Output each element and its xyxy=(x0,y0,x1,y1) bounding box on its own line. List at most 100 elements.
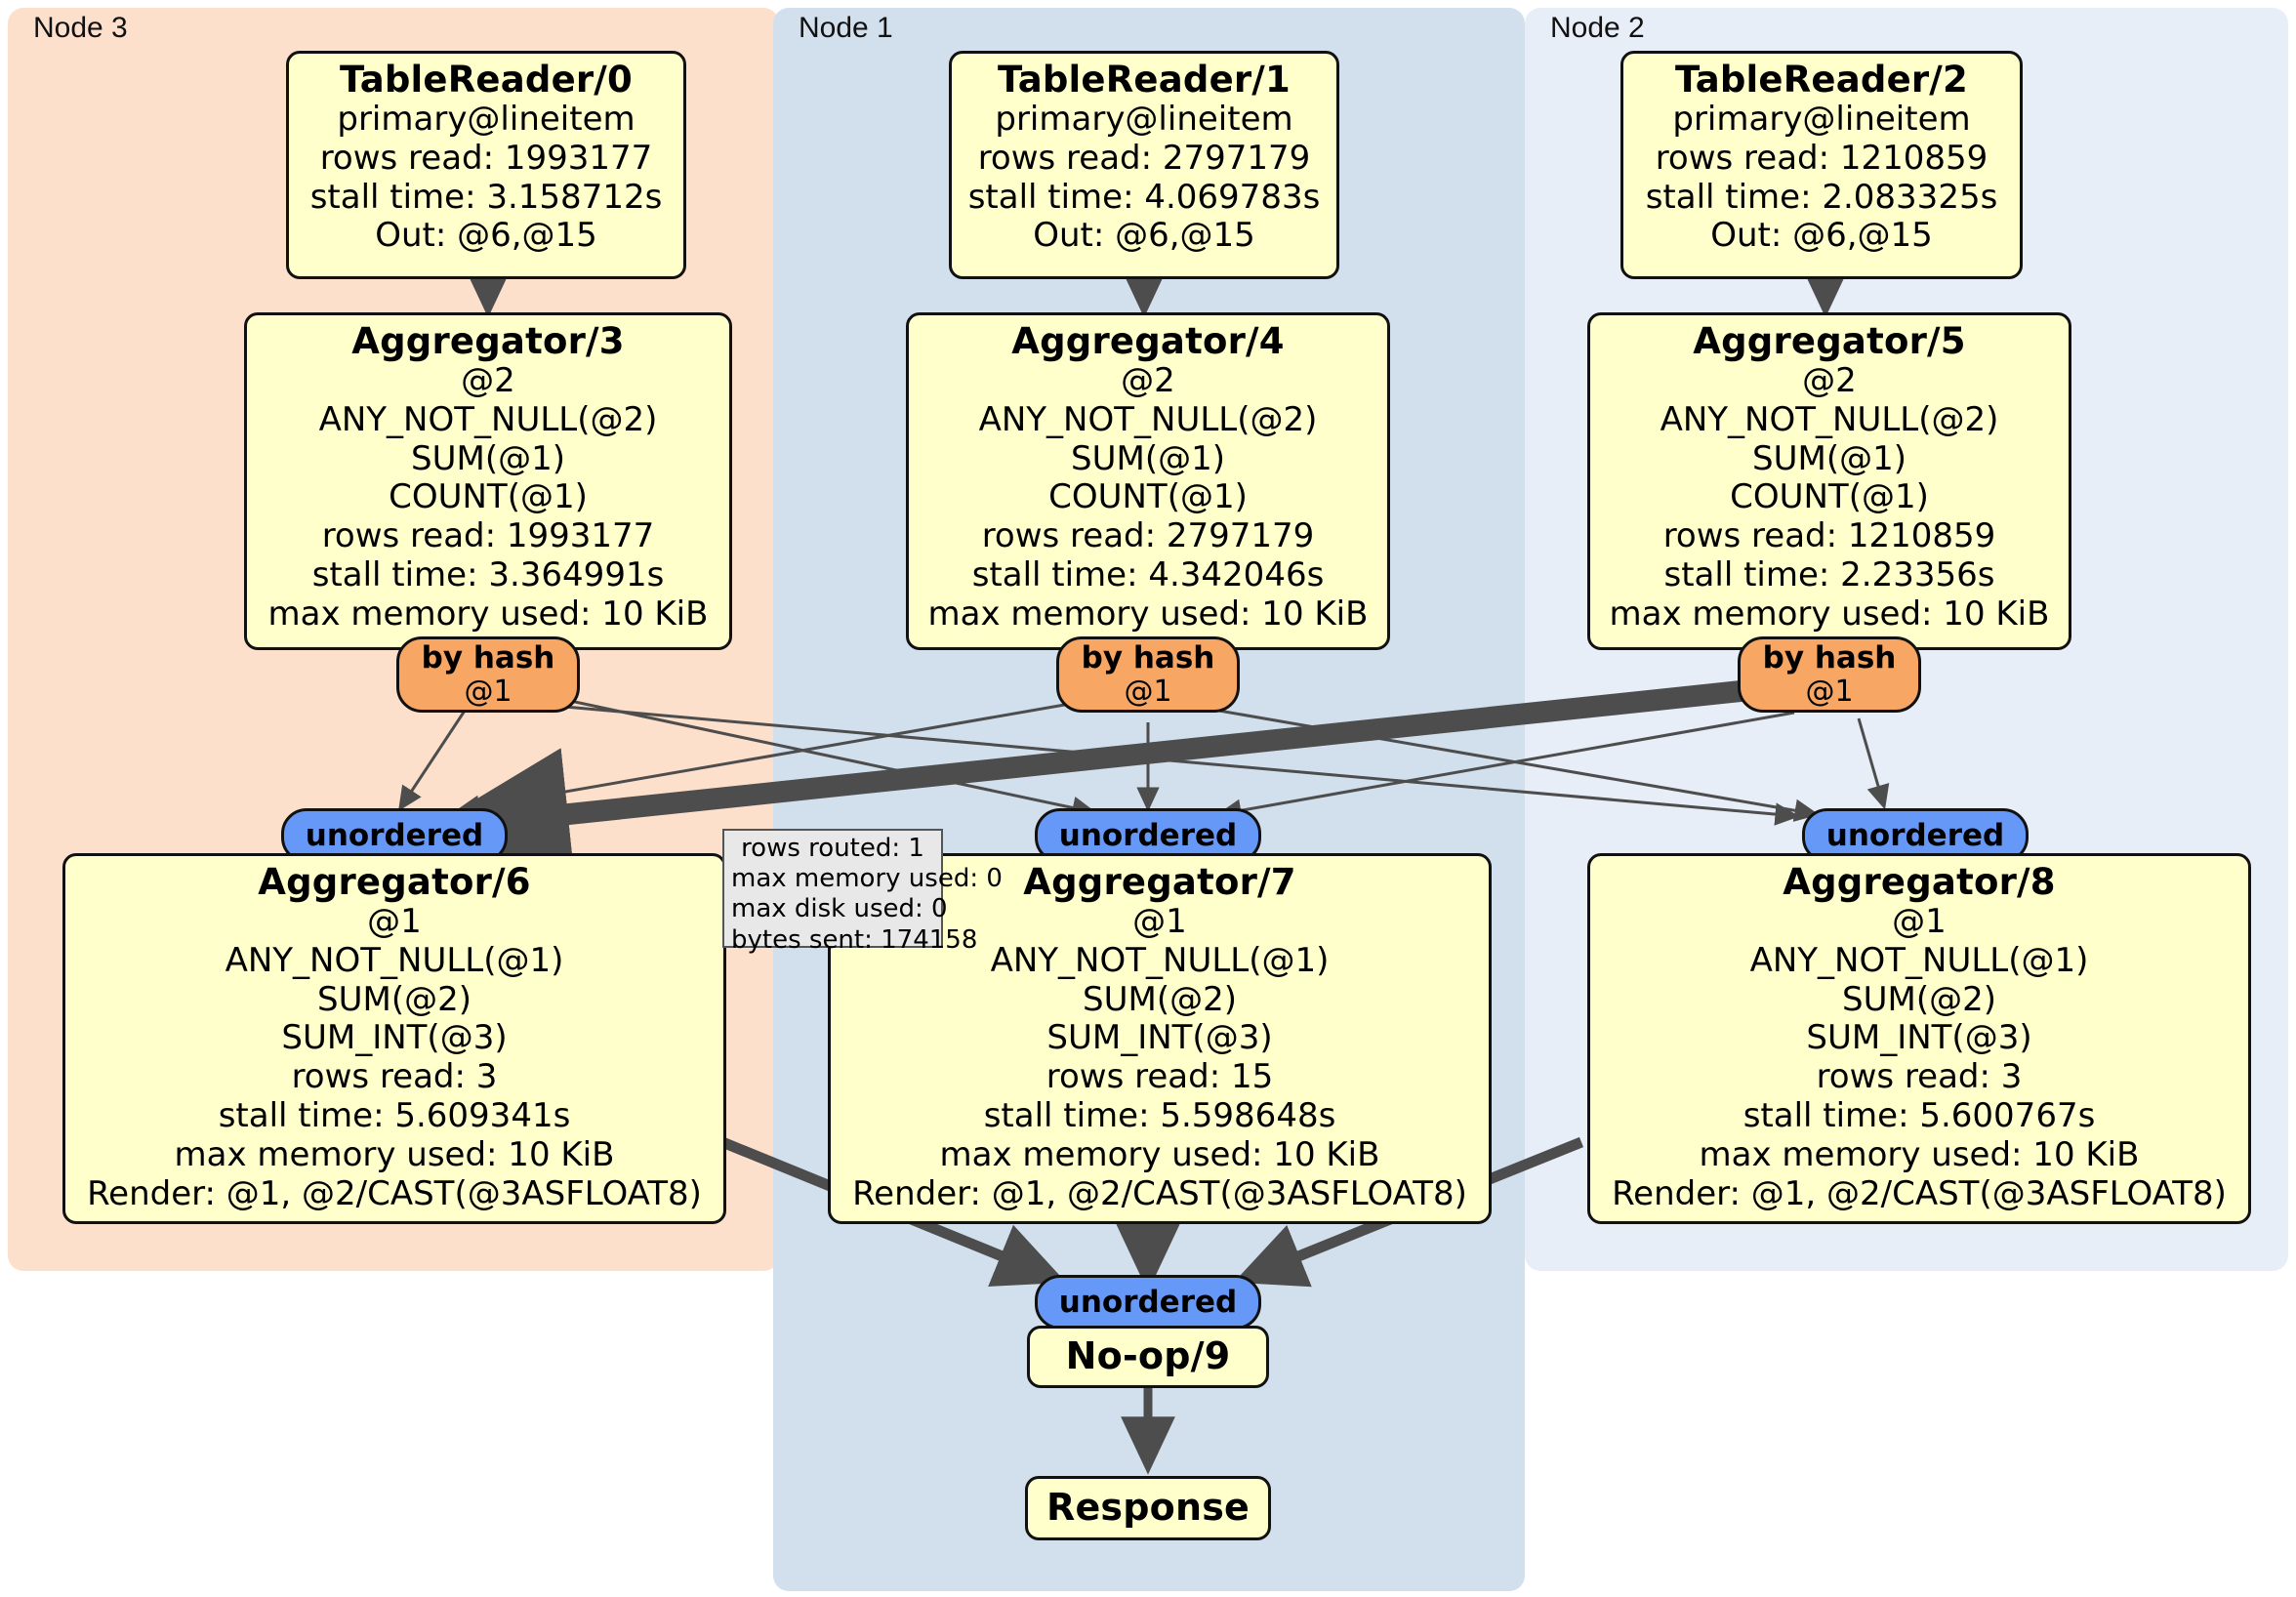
router-label: unordered xyxy=(1058,817,1238,853)
processor-detail: SUM_INT(@3) xyxy=(1806,1018,2032,1058)
processor-detail: ANY_NOT_NULL(@1) xyxy=(990,940,1330,980)
processor-aggregator-3[interactable]: Aggregator/3 @2 ANY_NOT_NULL(@2) SUM(@1)… xyxy=(244,312,732,650)
processor-detail: Out: @6,@15 xyxy=(1710,216,1933,256)
processor-title: Aggregator/4 xyxy=(1011,320,1285,362)
processor-title: TableReader/1 xyxy=(998,59,1291,101)
router-label: unordered xyxy=(305,817,484,853)
processor-aggregator-4[interactable]: Aggregator/4 @2 ANY_NOT_NULL(@2) SUM(@1)… xyxy=(906,312,1390,650)
processor-detail: SUM(@2) xyxy=(1842,979,1996,1019)
processor-detail: SUM(@1) xyxy=(411,438,565,478)
router-label: unordered xyxy=(1058,1284,1238,1320)
processor-detail: Out: @6,@15 xyxy=(375,216,597,256)
router-by-hash-5[interactable]: by hash @1 xyxy=(1738,636,1921,713)
processor-title: No-op/9 xyxy=(1065,1334,1231,1378)
processor-detail: Render: @1, @2/CAST(@3ASFLOAT8) xyxy=(87,1173,702,1213)
router-label: by hash xyxy=(1762,640,1897,676)
processor-detail: COUNT(@1) xyxy=(1048,477,1248,517)
router-unordered-8[interactable]: unordered xyxy=(1802,808,2029,863)
processor-title: Response xyxy=(1046,1486,1250,1530)
processor-title: TableReader/2 xyxy=(1675,59,1968,101)
processor-detail: @1 xyxy=(1892,902,1947,942)
processor-detail: primary@lineitem xyxy=(337,100,636,140)
tooltip-line: rows routed: 1 xyxy=(741,834,924,863)
processor-title: TableReader/0 xyxy=(340,59,633,101)
processor-table-reader-2[interactable]: TableReader/2 primary@lineitem rows read… xyxy=(1620,51,2023,279)
processor-detail: SUM(@2) xyxy=(1083,979,1237,1019)
processor-detail: SUM(@2) xyxy=(317,979,472,1019)
processor-aggregator-8[interactable]: Aggregator/8 @1 ANY_NOT_NULL(@1) SUM(@2)… xyxy=(1587,853,2251,1224)
processor-detail: rows read: 1210859 xyxy=(1662,516,1996,556)
router-unordered-final[interactable]: unordered xyxy=(1035,1275,1261,1330)
processor-no-op-9[interactable]: No-op/9 xyxy=(1027,1326,1269,1388)
processor-detail: @1 xyxy=(367,902,422,942)
processor-title: Aggregator/8 xyxy=(1783,861,2056,903)
processor-table-reader-0[interactable]: TableReader/0 primary@lineitem rows read… xyxy=(286,51,686,279)
router-by-hash-3[interactable]: by hash @1 xyxy=(396,636,580,713)
processor-table-reader-1[interactable]: TableReader/1 primary@lineitem rows read… xyxy=(949,51,1339,279)
processor-detail: rows read: 3 xyxy=(291,1057,498,1097)
router-column: @1 xyxy=(1124,674,1172,709)
processor-detail: rows read: 1993177 xyxy=(321,516,655,556)
processor-detail: stall time: 4.069783s xyxy=(967,177,1321,217)
router-column: @1 xyxy=(1805,674,1854,709)
processor-detail: COUNT(@1) xyxy=(389,477,588,517)
processor-title: Aggregator/5 xyxy=(1693,320,1966,362)
processor-detail: Render: @1, @2/CAST(@3ASFLOAT8) xyxy=(852,1173,1467,1213)
processor-detail: SUM(@1) xyxy=(1752,438,1906,478)
processor-detail: rows read: 1210859 xyxy=(1655,138,1988,178)
processor-detail: stall time: 5.609341s xyxy=(218,1096,571,1135)
processor-title: Aggregator/7 xyxy=(1023,861,1296,903)
processor-detail: @2 xyxy=(461,361,515,401)
processor-detail: stall time: 2.083325s xyxy=(1645,177,1998,217)
processor-detail: ANY_NOT_NULL(@2) xyxy=(1660,399,1999,439)
processor-detail: rows read: 1993177 xyxy=(319,138,653,178)
processor-detail: rows read: 3 xyxy=(1816,1057,2023,1097)
tooltip-line: max memory used: 0 xyxy=(731,864,1003,894)
panel-label-node-2: Node 2 xyxy=(1550,12,1645,44)
processor-title: Aggregator/6 xyxy=(258,861,531,903)
router-column: @1 xyxy=(464,674,512,709)
processor-detail: max memory used: 10 KiB xyxy=(939,1134,1380,1174)
processor-detail: @2 xyxy=(1802,361,1857,401)
processor-detail: stall time: 3.364991s xyxy=(311,555,665,594)
processor-detail: Render: @1, @2/CAST(@3ASFLOAT8) xyxy=(1612,1173,2227,1213)
processor-detail: SUM(@1) xyxy=(1071,438,1225,478)
processor-detail: Out: @6,@15 xyxy=(1033,216,1255,256)
processor-detail: max memory used: 10 KiB xyxy=(927,594,1369,634)
router-label: unordered xyxy=(1825,817,2005,853)
processor-detail: primary@lineitem xyxy=(995,100,1293,140)
processor-detail: max memory used: 10 KiB xyxy=(1609,594,2050,634)
processor-response[interactable]: Response xyxy=(1025,1476,1271,1540)
processor-detail: ANY_NOT_NULL(@1) xyxy=(225,940,564,980)
processor-detail: ANY_NOT_NULL(@1) xyxy=(1749,940,2089,980)
processor-detail: primary@lineitem xyxy=(1672,100,1971,140)
router-label: by hash xyxy=(1081,640,1215,676)
processor-detail: @1 xyxy=(1132,902,1187,942)
processor-detail: ANY_NOT_NULL(@2) xyxy=(318,399,658,439)
processor-detail: COUNT(@1) xyxy=(1730,477,1929,517)
router-by-hash-4[interactable]: by hash @1 xyxy=(1056,636,1240,713)
processor-detail: max memory used: 10 KiB xyxy=(1699,1134,2140,1174)
processor-detail: max memory used: 10 KiB xyxy=(267,594,709,634)
tooltip-line: max disk used: 0 xyxy=(731,894,948,924)
processor-title: Aggregator/3 xyxy=(351,320,625,362)
processor-detail: rows read: 2797179 xyxy=(977,138,1311,178)
processor-detail: @2 xyxy=(1121,361,1175,401)
panel-label-node-1: Node 1 xyxy=(799,12,893,44)
stream-stats-tooltip: rows routed: 1 max memory used: 0 max di… xyxy=(722,829,1003,955)
processor-detail: max memory used: 10 KiB xyxy=(174,1134,615,1174)
processor-detail: rows read: 15 xyxy=(1046,1057,1274,1097)
processor-detail: stall time: 2.23356s xyxy=(1663,555,1995,594)
processor-aggregator-5[interactable]: Aggregator/5 @2 ANY_NOT_NULL(@2) SUM(@1)… xyxy=(1587,312,2071,650)
tooltip-line: bytes sent: 174158 xyxy=(731,924,978,955)
processor-detail: stall time: 5.600767s xyxy=(1742,1096,2096,1135)
processor-detail: SUM_INT(@3) xyxy=(281,1018,508,1058)
panel-label-node-3: Node 3 xyxy=(33,12,128,44)
router-label: by hash xyxy=(421,640,555,676)
processor-aggregator-6[interactable]: Aggregator/6 @1 ANY_NOT_NULL(@1) SUM(@2)… xyxy=(62,853,726,1224)
processor-detail: rows read: 2797179 xyxy=(981,516,1315,556)
processor-detail: SUM_INT(@3) xyxy=(1046,1018,1273,1058)
processor-detail: stall time: 5.598648s xyxy=(983,1096,1336,1135)
processor-detail: ANY_NOT_NULL(@2) xyxy=(978,399,1318,439)
